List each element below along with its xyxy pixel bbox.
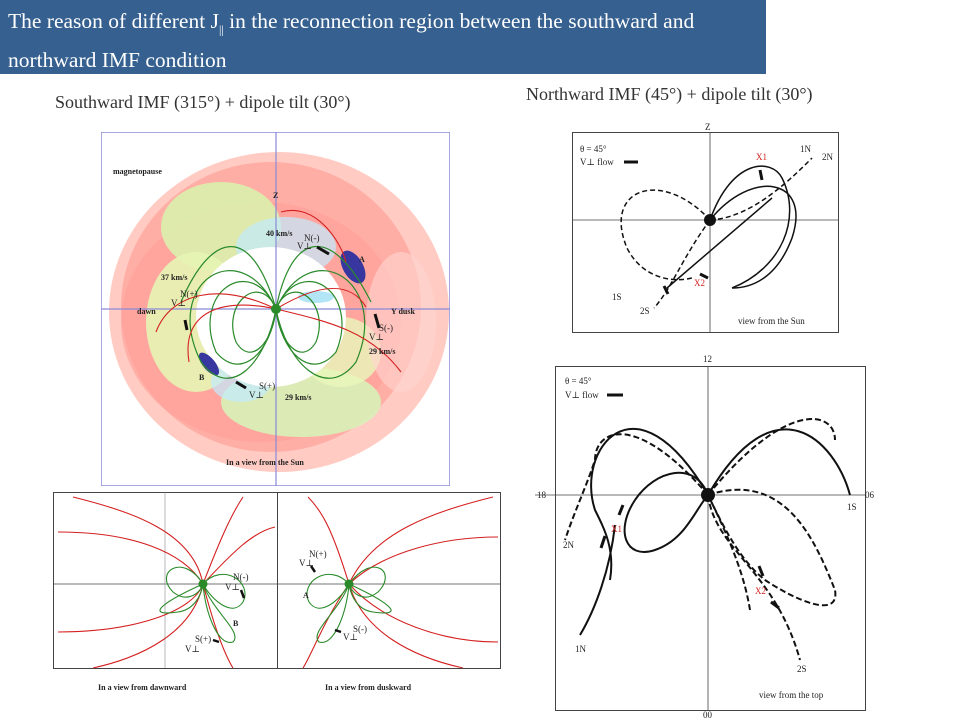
- southward-imf-panel: magnetopause Z dawn Y dusk 40 km/s 37 km…: [101, 132, 450, 486]
- sun-2s-label: 2S: [640, 306, 650, 316]
- dawn-v-perp-n: V⊥: [225, 582, 240, 592]
- green-field-lines: [180, 245, 372, 379]
- north-sun-view-panel: θ = 45° V⊥ flow Z Y X1 X2 1N 2N 1S 2S vi…: [572, 122, 839, 333]
- sun-solid-lines: [666, 165, 797, 289]
- top-dashed-lines: [564, 418, 837, 661]
- top-theta-label: θ = 45°: [565, 376, 592, 386]
- sun-view-earth: [704, 214, 716, 226]
- northward-caption: Northward IMF (45°) + dipole tilt (30°): [526, 84, 813, 104]
- sun-dashed-lines: [620, 157, 813, 309]
- top-tick-06: 06: [865, 490, 875, 500]
- speed-29-bottom-label: 29 km/s: [285, 393, 311, 402]
- z-label: Z: [273, 191, 278, 200]
- top-tick-00: 00: [703, 710, 713, 720]
- dawn-v-perp-s: V⊥: [185, 644, 200, 654]
- top-x2-label: X2: [755, 586, 766, 596]
- v-perp-north: V⊥: [297, 241, 312, 251]
- title-bar: The reason of different J|| in the recon…: [0, 0, 766, 74]
- magnetopause-label: magnetopause: [113, 167, 162, 176]
- top-vflow-label: V⊥ flow: [565, 390, 599, 400]
- sun-1n-label: 1N: [800, 144, 812, 154]
- sun-x1-label: X1: [756, 152, 767, 162]
- sun-2n-label: 2N: [822, 152, 834, 162]
- side-green-lines: [159, 566, 392, 643]
- slide-title: The reason of different J|| in the recon…: [8, 6, 758, 76]
- title-part1: The reason of different J: [8, 9, 219, 33]
- label-a: A: [359, 255, 365, 264]
- dusk-label-a: A: [303, 591, 309, 600]
- dawn-n-minus: N(-): [233, 572, 249, 582]
- top-view-frame: [555, 366, 866, 711]
- s-minus-dusk: S(-): [379, 323, 393, 333]
- dusk-n-plus: N(+): [309, 549, 327, 559]
- top-tick-12: 12: [703, 354, 712, 364]
- dusk-earth: [344, 579, 354, 589]
- top-tick-18: 18: [537, 490, 547, 500]
- dawnward-caption: In a view from dawnward: [98, 683, 187, 692]
- top-1n-label: 1N: [575, 644, 587, 654]
- dusk-v-perp-s: V⊥: [343, 632, 358, 642]
- dusk-label: Y dusk: [391, 307, 415, 316]
- top-1s-label: 1S: [847, 502, 857, 512]
- duskward-caption: In a view from duskward: [325, 683, 412, 692]
- top-view-earth: [701, 488, 715, 502]
- top-x1-label: X1: [611, 524, 622, 534]
- flow-arrows: [183, 245, 381, 390]
- speed-29-right-label: 29 km/s: [369, 347, 395, 356]
- sun-view-caption: view from the Sun: [738, 316, 805, 326]
- s-plus-south: S(+): [259, 381, 275, 391]
- sun-view-caption: In a view from the Sun: [226, 458, 304, 467]
- title-part2: in the reconnection region between the s…: [8, 9, 695, 73]
- title-subscript: ||: [218, 22, 224, 37]
- speed-37-label: 37 km/s: [161, 273, 187, 282]
- duskward-frame: [277, 492, 501, 669]
- side-view-panels: V⊥ N(-) V⊥ S(+) B V⊥ N(+) A V⊥ S(-) In a…: [53, 492, 501, 692]
- dawn-s-plus: S(+): [195, 634, 211, 644]
- dusk-v-perp-n: V⊥: [299, 558, 314, 568]
- v-perp-south: V⊥: [249, 390, 264, 400]
- sun-theta-label: θ = 45°: [580, 144, 607, 154]
- southward-caption: Southward IMF (315°) + dipole tilt (30°): [55, 92, 351, 112]
- top-solid-lines: [579, 427, 851, 636]
- top-2n-label: 2N: [563, 540, 575, 550]
- top-2s-label: 2S: [797, 664, 807, 674]
- label-b: B: [199, 373, 205, 382]
- earth-dipole: [271, 304, 281, 314]
- n-plus-dawn: N(+): [180, 289, 198, 299]
- dawn-label: dawn: [137, 307, 156, 316]
- speed-40-label: 40 km/s: [266, 229, 292, 238]
- sun-1s-label: 1S: [612, 292, 622, 302]
- dusk-s-minus: S(-): [353, 624, 367, 634]
- dawn-earth: [198, 579, 208, 589]
- north-top-view-panel: θ = 45° V⊥ flow 12 18 06 00 X1 X2 1N 2N …: [535, 354, 875, 720]
- sun-vflow-label: V⊥ flow: [580, 157, 614, 167]
- dawnward-frame: [53, 492, 278, 669]
- dawn-label-b: B: [233, 619, 239, 628]
- sun-z-label: Z: [705, 122, 711, 132]
- red-field-lines: [155, 209, 402, 373]
- n-minus-north: N(-): [304, 233, 320, 243]
- v-perp-dusk: V⊥: [369, 332, 384, 342]
- sun-x2-label: X2: [694, 278, 705, 288]
- v-perp-dawn: V⊥: [171, 298, 186, 308]
- top-view-caption: view from the top: [759, 690, 824, 700]
